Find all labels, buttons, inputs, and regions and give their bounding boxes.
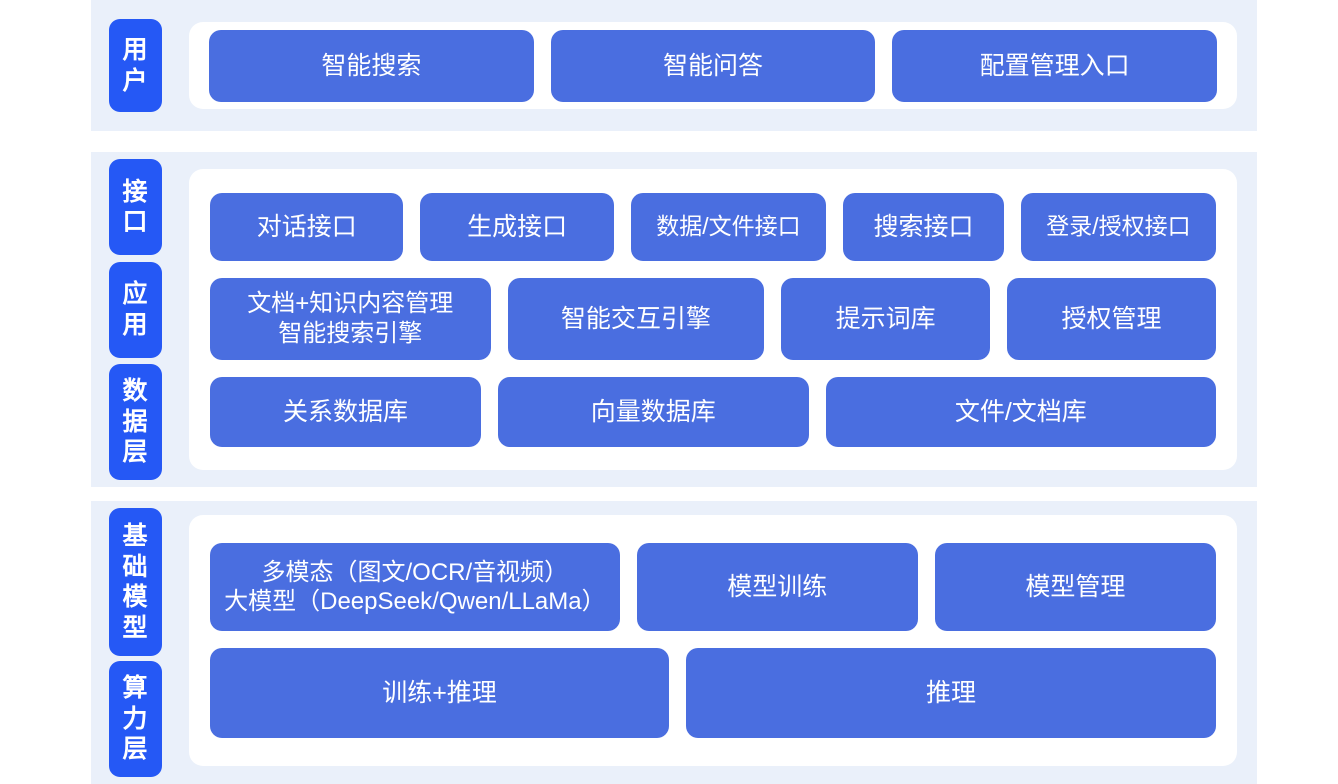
layer-label-compute-text: 算力层: [122, 674, 149, 764]
box-intelligent-qa[interactable]: 智能问答: [550, 29, 876, 102]
layer-label-user: 用户: [109, 19, 162, 112]
data-row: 关系数据库 向量数据库 文件/文档库: [210, 376, 1216, 447]
box-data-file-api[interactable]: 数据/文件接口: [630, 192, 827, 261]
box-intelligent-search[interactable]: 智能搜索: [209, 29, 534, 102]
box-generation-api[interactable]: 生成接口: [420, 192, 614, 261]
box-file-document-store[interactable]: 文件/文档库: [825, 376, 1216, 447]
model-row: 多模态（图文/OCR/音视频） 大模型（DeepSeek/Qwen/LLaMa）…: [210, 543, 1216, 631]
section-infrastructure: 基础模型 算力层 多模态（图文/OCR/音视频） 大模型（DeepSeek/Qw…: [91, 501, 1257, 784]
box-doc-knowledge-content-management[interactable]: 文档+知识内容管理 智能搜索引擎: [210, 277, 491, 360]
right-gutter: [1257, 0, 1338, 784]
user-row: 智能搜索 智能问答 配置管理入口: [209, 29, 1218, 102]
application-row: 文档+知识内容管理 智能搜索引擎 智能交互引擎 提示词库 授权管理: [210, 277, 1216, 360]
label-column-infrastructure: 基础模型 算力层: [91, 501, 180, 784]
section-user: 用户 智能搜索 智能问答 配置管理入口: [91, 0, 1257, 131]
interface-row: 对话接口 生成接口 数据/文件接口 搜索接口 登录/授权接口: [210, 192, 1216, 261]
layer-label-compute: 算力层: [109, 661, 162, 777]
layer-label-interface: 接口: [109, 159, 162, 255]
layer-label-user-text: 用户: [122, 36, 149, 95]
left-gutter: [0, 0, 91, 784]
layer-label-data: 数据层: [109, 364, 162, 480]
compute-row: 训练+推理 推理: [210, 648, 1216, 738]
box-dialogue-api[interactable]: 对话接口: [210, 192, 404, 261]
layer-label-data-text: 数据层: [122, 377, 149, 467]
box-model-training[interactable]: 模型训练: [636, 543, 918, 631]
label-column-user: 用户: [91, 0, 180, 131]
layer-label-application: 应用: [109, 261, 162, 358]
layer-label-foundation-model: 基础模型: [109, 508, 162, 656]
box-prompt-library[interactable]: 提示词库: [781, 277, 991, 360]
box-intelligent-interaction-engine[interactable]: 智能交互引擎: [507, 277, 765, 360]
section-platform: 接口 应用 数据层 对话接口 生成接口 数据/文件接口 搜索接口 登录/授权接口…: [91, 152, 1257, 487]
card-infrastructure: 多模态（图文/OCR/音视频） 大模型（DeepSeek/Qwen/LLaMa）…: [189, 515, 1237, 766]
box-inference[interactable]: 推理: [686, 648, 1216, 738]
box-training-plus-inference[interactable]: 训练+推理: [210, 648, 670, 738]
label-column-platform: 接口 应用 数据层: [91, 152, 180, 487]
box-search-api[interactable]: 搜索接口: [843, 192, 1004, 261]
layer-label-foundation-model-text: 基础模型: [122, 522, 149, 642]
box-multimodal-large-model[interactable]: 多模态（图文/OCR/音视频） 大模型（DeepSeek/Qwen/LLaMa）: [210, 543, 620, 631]
box-vector-database[interactable]: 向量数据库: [497, 376, 809, 447]
box-relational-database[interactable]: 关系数据库: [210, 376, 481, 447]
box-authorization-management[interactable]: 授权管理: [1007, 277, 1216, 360]
layer-label-interface-text: 接口: [122, 177, 149, 237]
card-user: 智能搜索 智能问答 配置管理入口: [189, 22, 1237, 109]
box-login-auth-api[interactable]: 登录/授权接口: [1020, 192, 1216, 261]
box-model-management[interactable]: 模型管理: [934, 543, 1216, 631]
card-platform: 对话接口 生成接口 数据/文件接口 搜索接口 登录/授权接口 文档+知识内容管理…: [189, 169, 1237, 470]
box-config-management-entry[interactable]: 配置管理入口: [892, 29, 1218, 102]
layer-label-application-text: 应用: [122, 280, 149, 339]
